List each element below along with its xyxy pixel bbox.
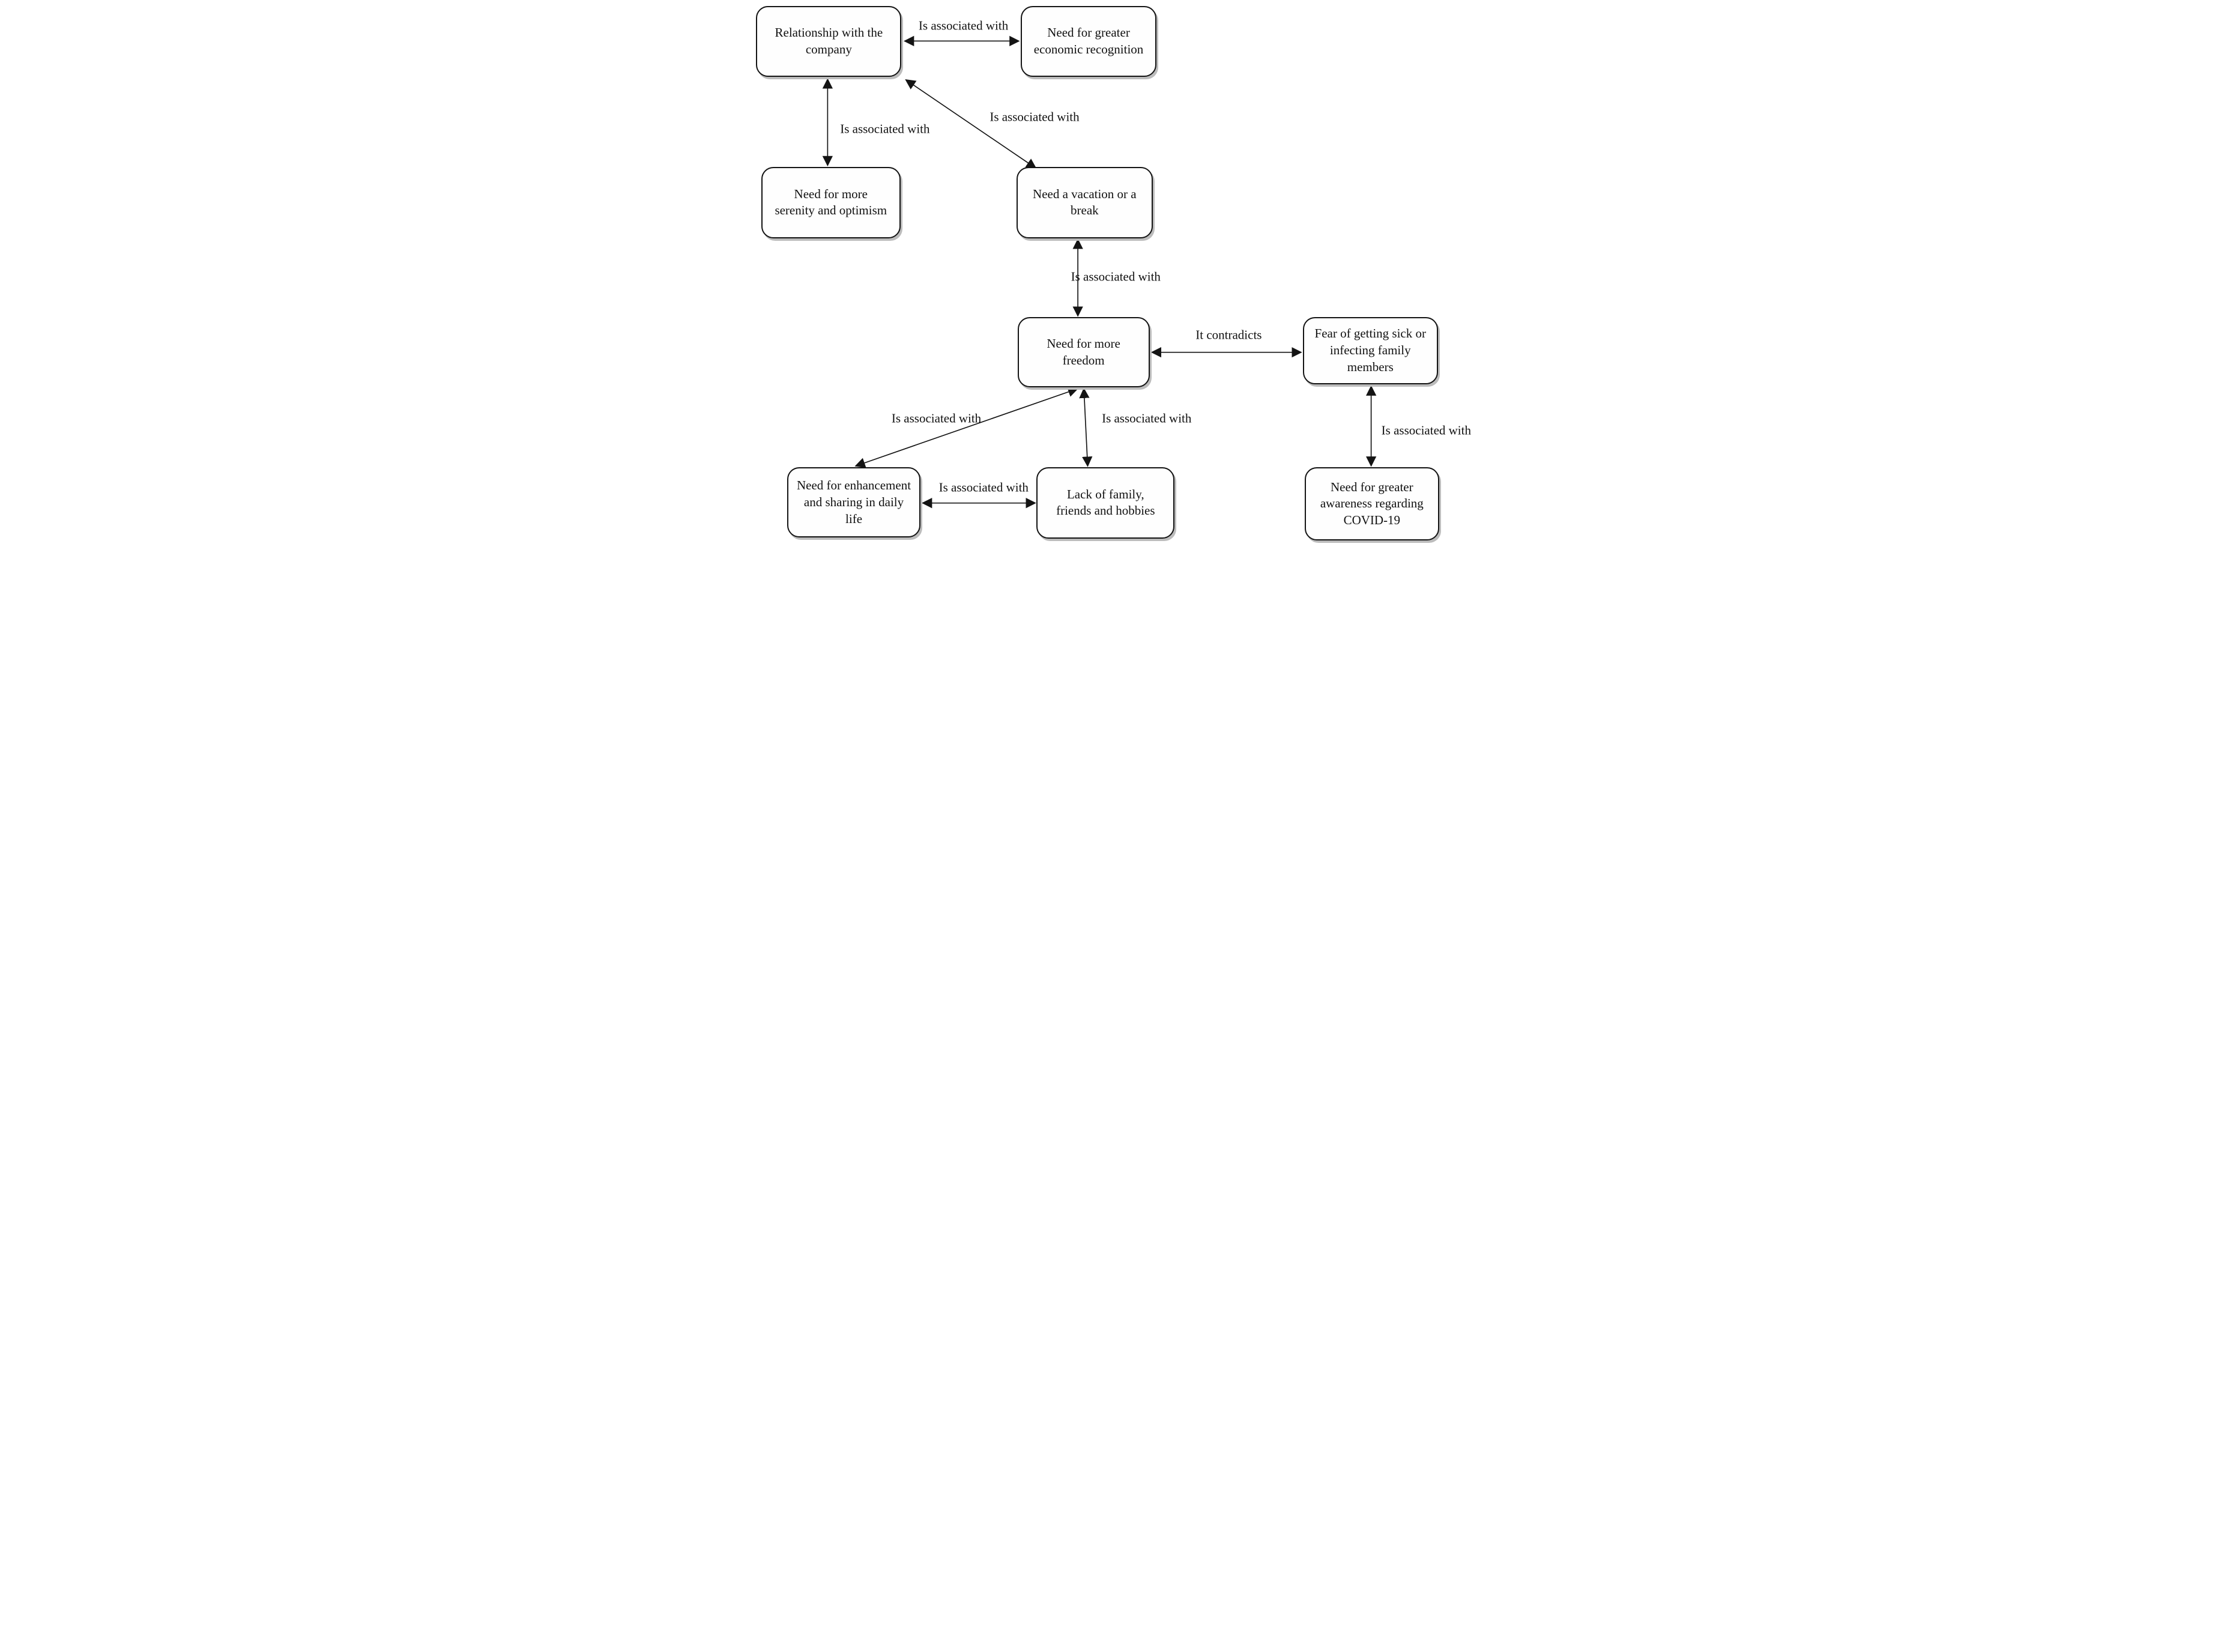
edge-label-freedom-fear: It contradicts	[1195, 327, 1262, 342]
node-label: Need for enhancement and sharing in dail…	[796, 478, 911, 526]
node-need-for-more-serenity-and-optimism: Need for more serenity and optimism	[761, 167, 901, 238]
node-label: Need for greater awareness regarding COV…	[1320, 479, 1424, 528]
edge-freedom-enhancement	[854, 387, 1078, 468]
node-lack-of-family-friends-and-hobbies: Lack of family, friends and hobbies	[1036, 467, 1175, 539]
edge-label-company-serenity: Is associated with	[840, 121, 930, 136]
edge-label-enhancement-lack: Is associated with	[938, 480, 1029, 495]
edge-freedom-lack	[1078, 387, 1092, 467]
node-label: Fear of getting sick or infecting family…	[1314, 326, 1426, 374]
node-need-for-more-freedom: Need for more freedom	[1017, 317, 1150, 388]
concept-map-diagram: Relationship with the company Need for g…	[744, 0, 1489, 551]
node-label: Need for greater economic recognition	[1033, 25, 1144, 57]
node-label: Need for more freedom	[1047, 336, 1120, 368]
node-need-for-greater-economic-recognition: Need for greater economic recognition	[1020, 5, 1157, 77]
edge-label-vacation-freedom: Is associated with	[1071, 269, 1161, 284]
node-relationship-with-the-company: Relationship with the company	[756, 5, 902, 77]
edge-label-company-vacation: Is associated with	[990, 109, 1080, 124]
node-label: Need a vacation or a break	[1033, 186, 1137, 218]
node-label: Lack of family, friends and hobbies	[1056, 486, 1155, 518]
edge-label-company-economic: Is associated with	[918, 18, 1009, 33]
node-label: Relationship with the company	[775, 25, 883, 57]
edge-company-vacation	[904, 79, 1037, 169]
node-label: Need for more serenity and optimism	[775, 186, 887, 218]
node-fear-of-getting-sick-or-infecting-family-members: Fear of getting sick or infecting family…	[1302, 316, 1438, 384]
node-need-for-enhancement-and-sharing-in-daily-life: Need for enhancement and sharing in dail…	[787, 467, 920, 537]
edge-label-freedom-lack: Is associated with	[1102, 411, 1192, 426]
edge-label-freedom-enhancement: Is associated with	[891, 411, 982, 426]
node-need-for-greater-awareness-regarding-covid-19: Need for greater awareness regarding COV…	[1305, 467, 1439, 541]
node-need-a-vacation-or-a-break: Need a vacation or a break	[1016, 167, 1153, 238]
edges-layer	[822, 35, 1376, 509]
edge-label-fear-awareness: Is associated with	[1381, 423, 1471, 438]
